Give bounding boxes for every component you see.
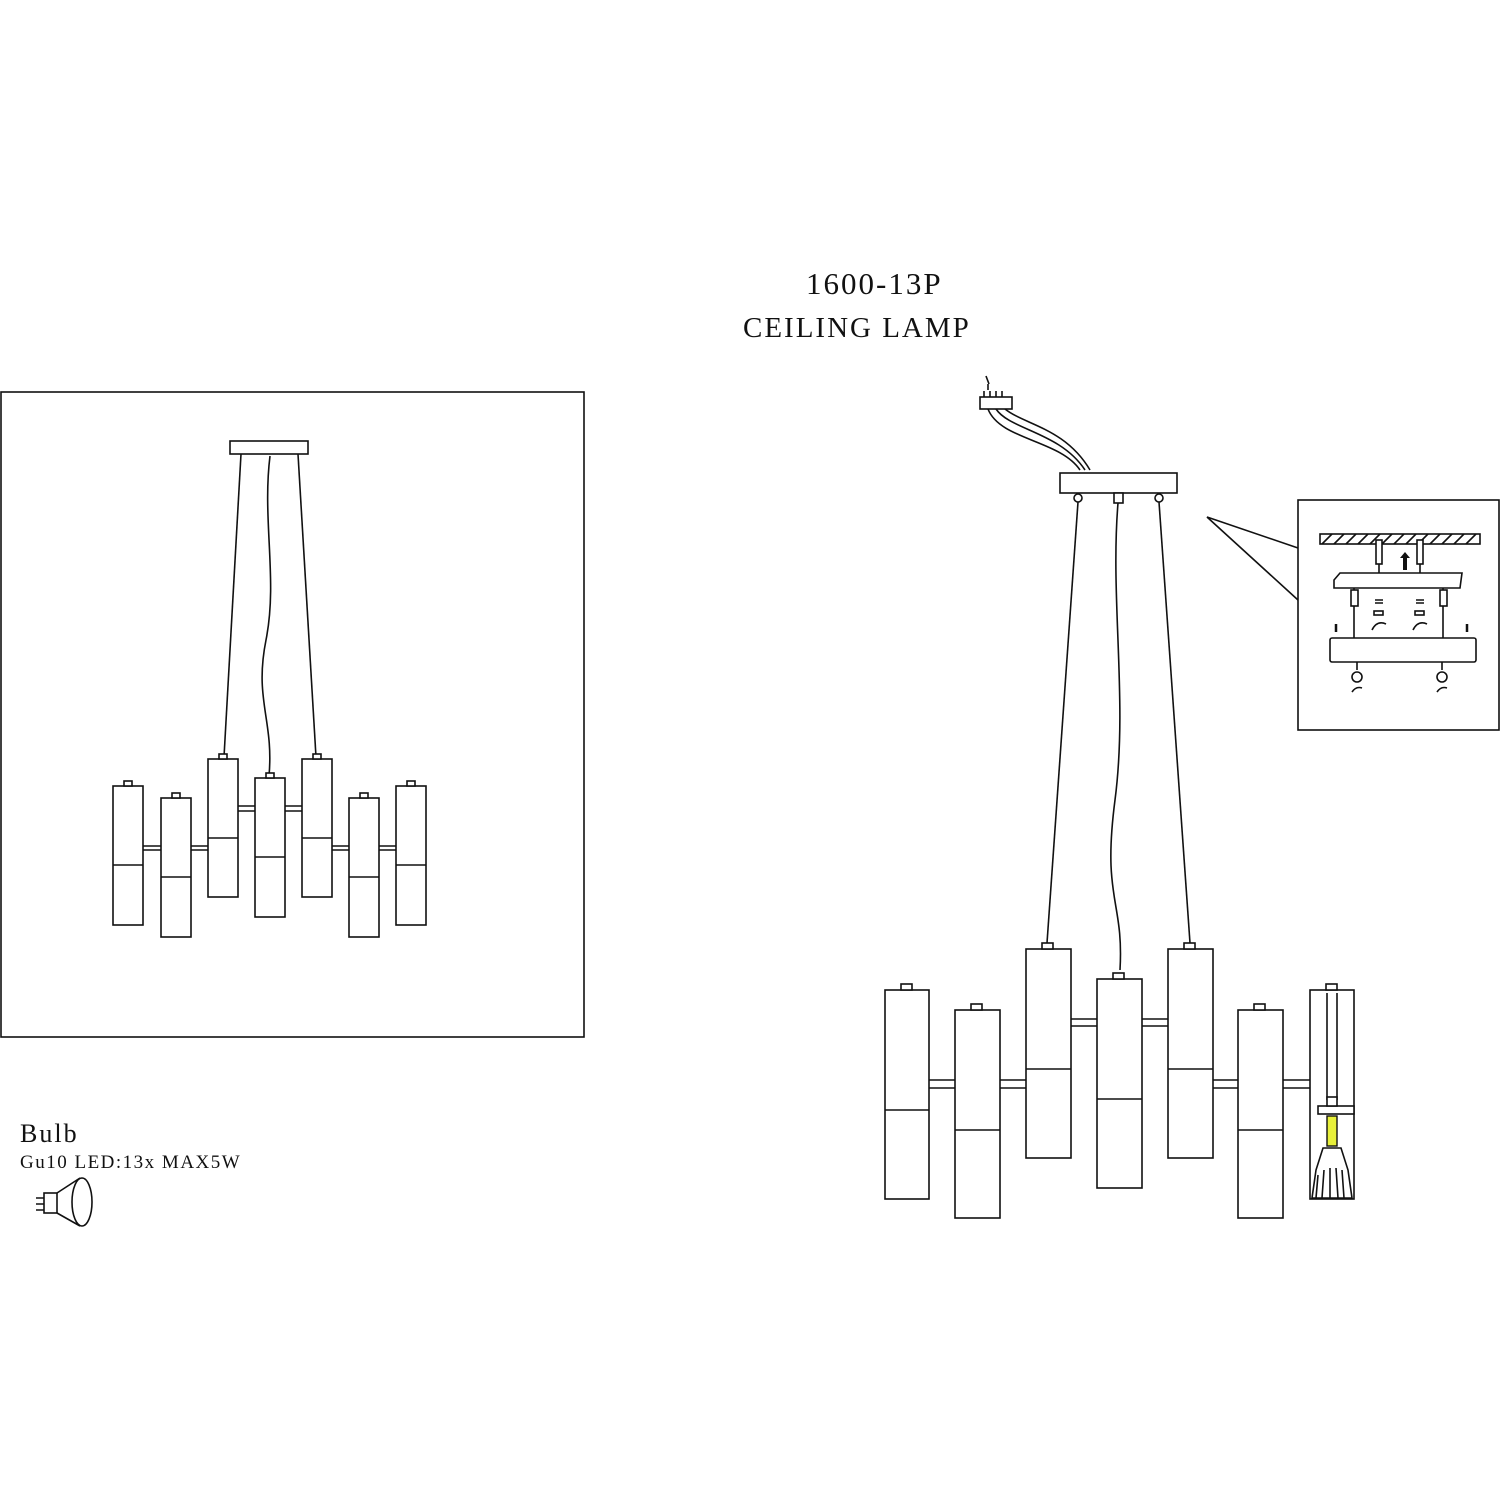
gu10-bulb xyxy=(1311,1147,1353,1199)
product-type: CEILING LAMP xyxy=(743,312,971,344)
canopy xyxy=(1059,472,1178,494)
bulb-title: Bulb xyxy=(20,1119,79,1148)
suspension-wire xyxy=(223,453,242,758)
bulb-spec: Gu10 LED:13x MAX5W xyxy=(20,1152,242,1173)
power-cord xyxy=(1110,502,1122,971)
suspension-wire xyxy=(1158,501,1191,944)
gu10-bulb-icon xyxy=(36,1177,93,1227)
suspension-wire xyxy=(1046,501,1079,944)
connecting-bars xyxy=(143,805,396,851)
front-view-panel xyxy=(0,391,585,1038)
mounting-detail-inset xyxy=(1206,499,1500,731)
suspension-wire xyxy=(297,453,317,758)
model-number: 1600-13P xyxy=(806,266,943,301)
connecting-bars xyxy=(929,1018,1310,1089)
installation-view xyxy=(884,375,1355,1219)
cutaway-tube xyxy=(1309,983,1355,1200)
light-tubes xyxy=(112,753,427,938)
power-cord xyxy=(261,455,272,777)
terminal-block xyxy=(979,375,1091,471)
light-tubes xyxy=(884,942,1355,1219)
canopy xyxy=(229,440,309,455)
